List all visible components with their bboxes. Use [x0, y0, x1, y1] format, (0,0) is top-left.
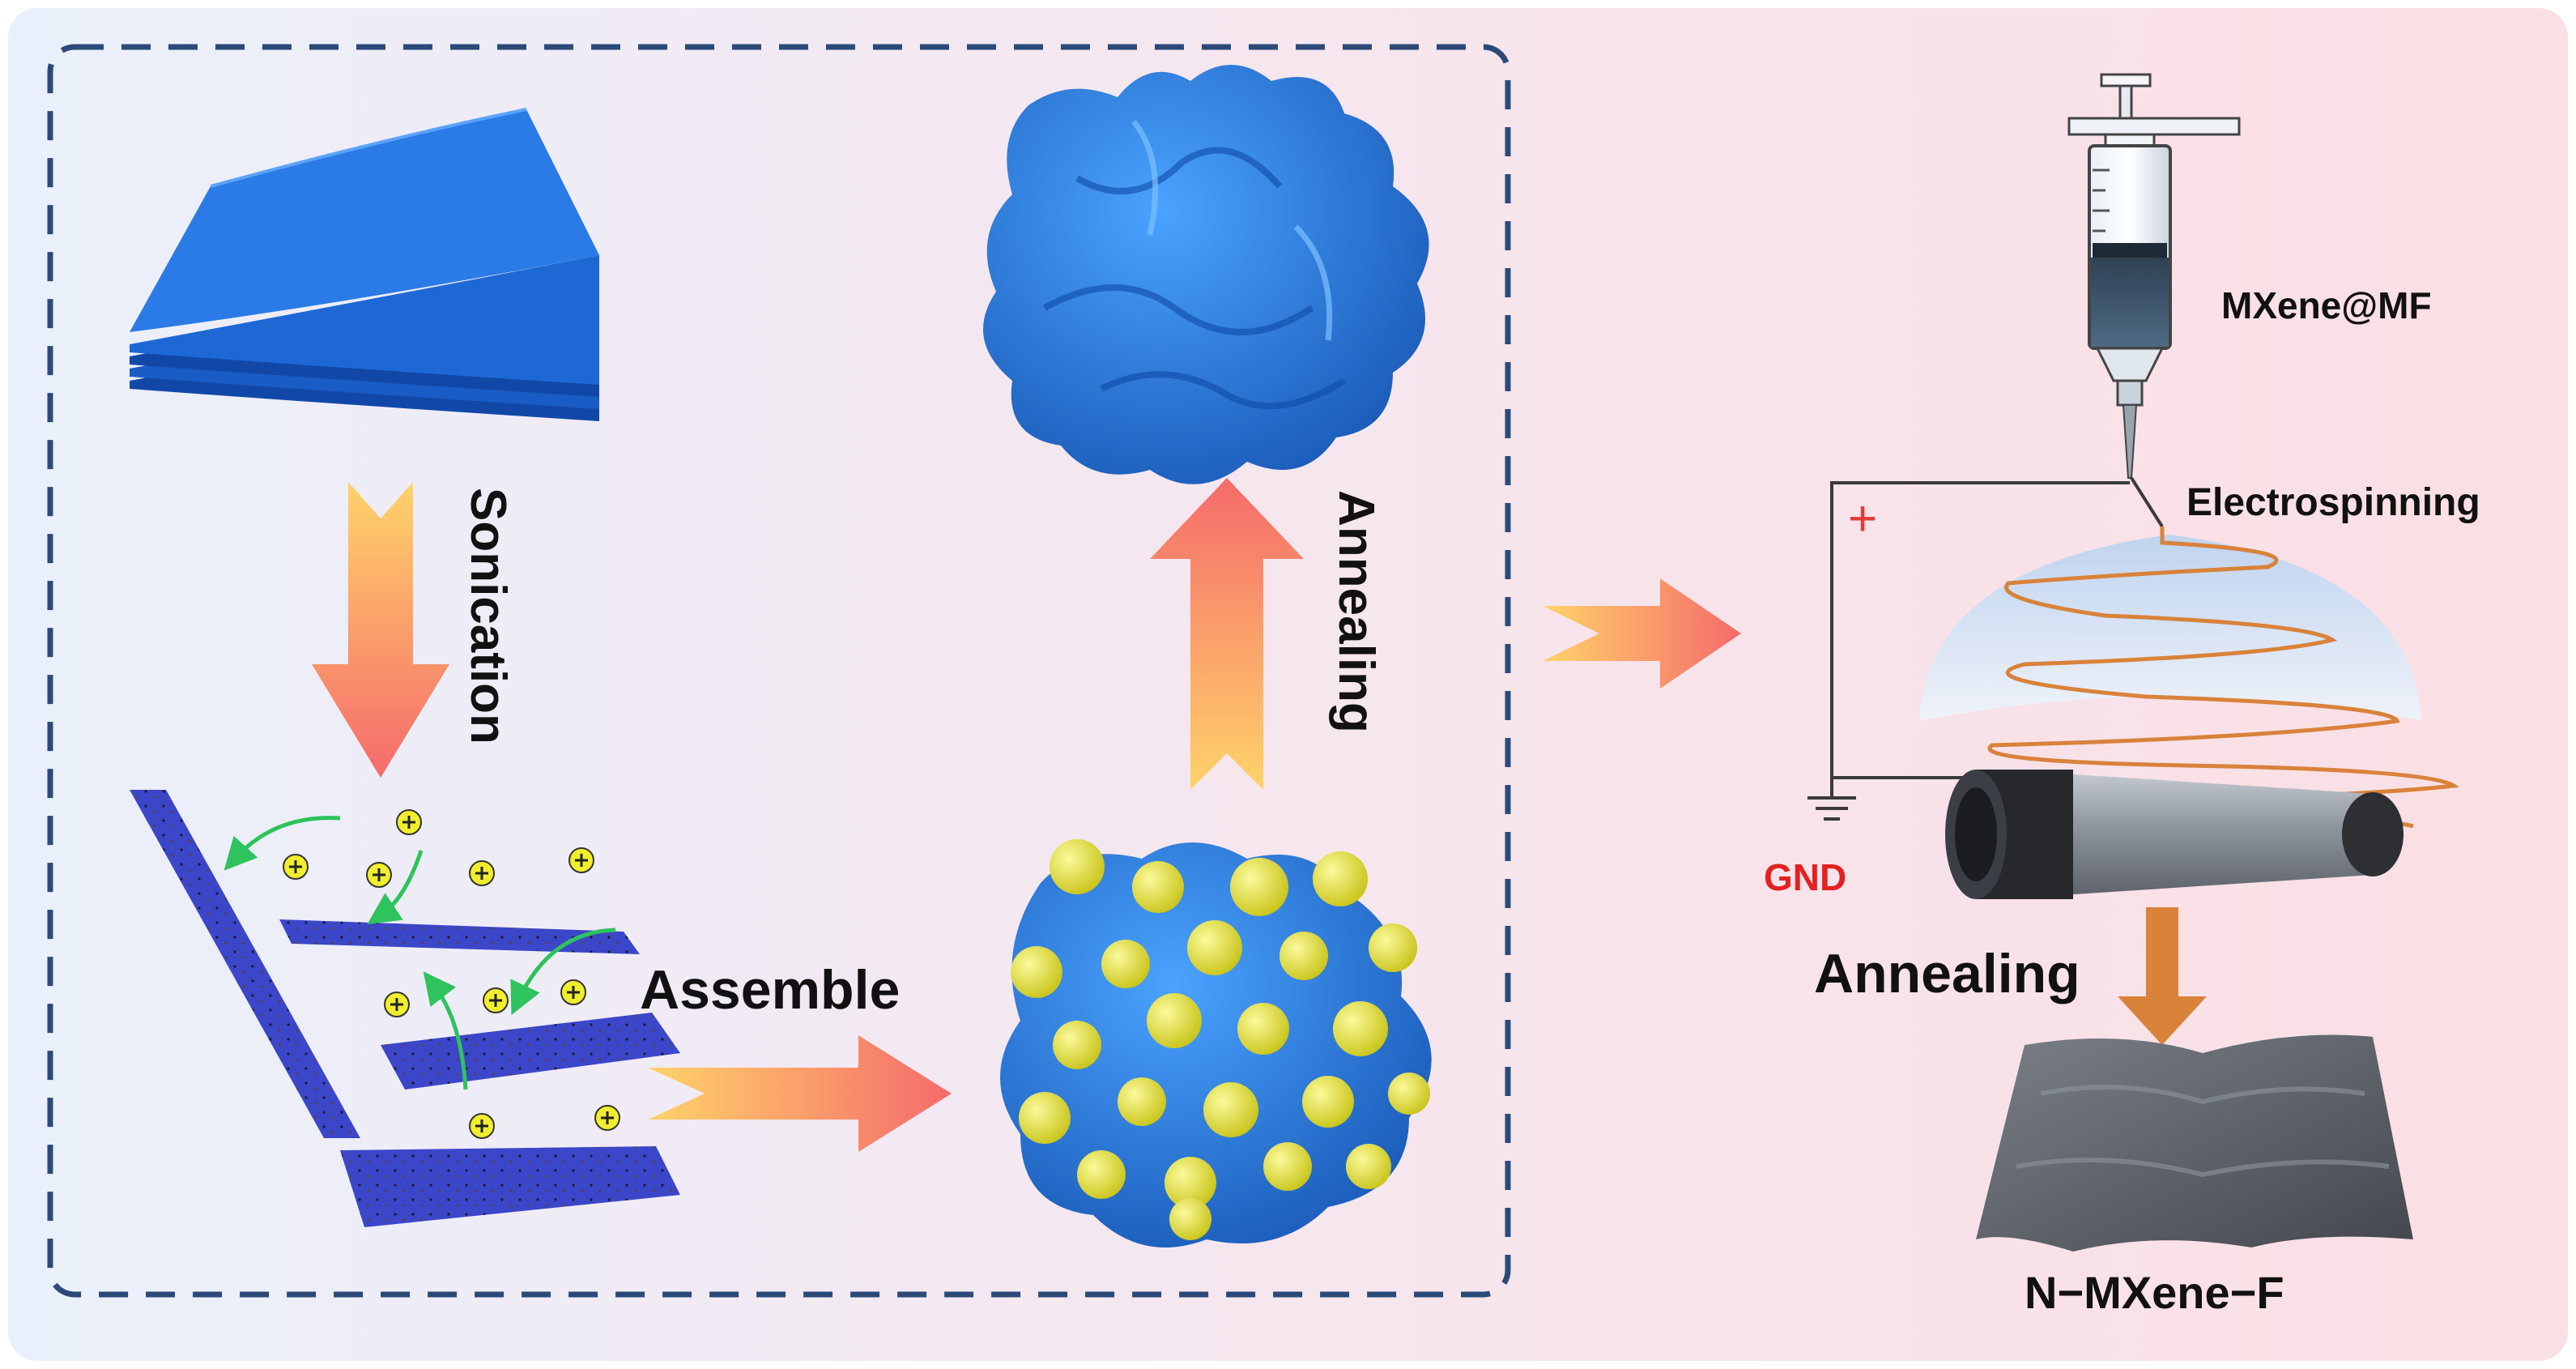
n-mxene-f-label: N−MXene−F — [2025, 1267, 2284, 1318]
gnd-label: GND — [1764, 856, 1847, 898]
collector-drum-icon — [1945, 770, 2404, 899]
sonication-label: Sonication — [460, 488, 516, 744]
sonication-arrow — [312, 482, 449, 778]
assemble-arrow — [648, 1035, 952, 1152]
mxene-particle-sphere — [1000, 839, 1432, 1247]
crumpled-mxene-sphere — [983, 65, 1429, 484]
annealing-label-vertical: Annealing — [1328, 490, 1384, 733]
intercalation-arrows — [224, 816, 616, 1090]
assemble-label: Assemble — [640, 959, 901, 1021]
stacked-mxene-sheets — [130, 108, 599, 421]
n-mxene-film — [1976, 1034, 2413, 1252]
annealing-arrow-down — [2118, 907, 2207, 1045]
electrospinning-label: Electrospinning — [2186, 481, 2480, 524]
cation-particles — [283, 809, 620, 1139]
mxene-mf-label: MXene@MF — [2221, 284, 2432, 326]
dashed-process-frame — [47, 44, 1511, 1298]
needle-jet — [2130, 476, 2164, 528]
exfoliated-sheets — [130, 790, 680, 1227]
annealing-label-horizontal: Annealing — [1814, 943, 2080, 1004]
process-arrow — [1543, 578, 1741, 689]
positive-terminal-label: + — [1848, 491, 1878, 547]
annealing-arrow-vertical — [1150, 478, 1304, 790]
ground-symbol-icon — [1807, 778, 1856, 821]
syringe-icon — [2067, 73, 2241, 479]
